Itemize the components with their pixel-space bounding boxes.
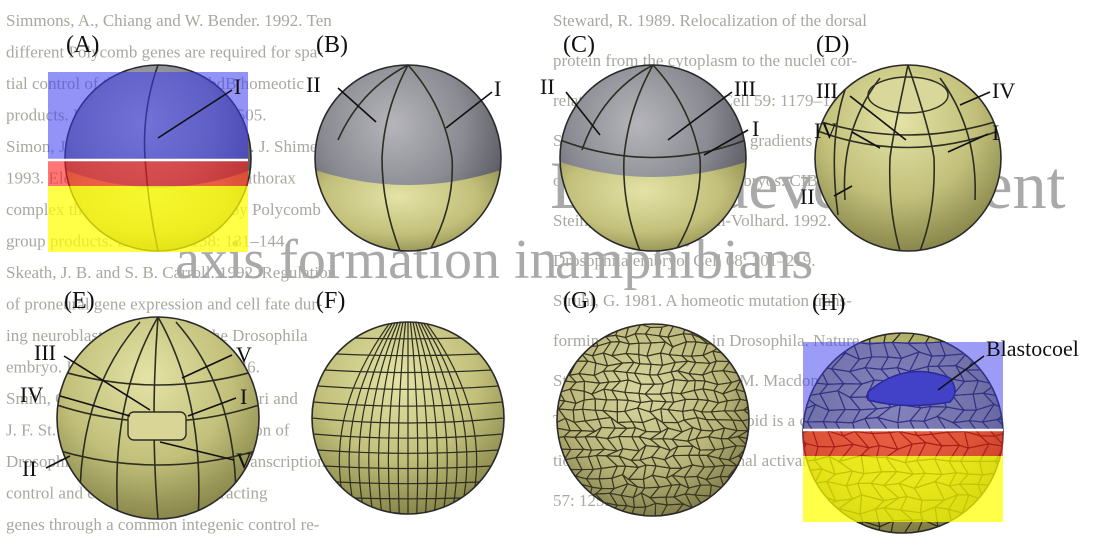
cleavage-label-e-6: V: [236, 448, 252, 473]
blastocoel-label: Blastocoel: [986, 336, 1079, 361]
cleavage-label-e-5: II: [22, 456, 37, 481]
cell-outline: [546, 437, 559, 451]
cell-outline: [959, 327, 977, 344]
cleavage-label-d-4: I: [992, 120, 999, 145]
overlay-h-red: [803, 430, 1003, 456]
cleavage-label-e-3: IV: [20, 382, 43, 407]
cell-outline: [728, 477, 746, 489]
overlay-h-blue: [803, 342, 1003, 430]
overlay-a-yellow: [48, 186, 248, 252]
overlay-a-blue: [48, 72, 248, 160]
panel-a: (A) I: [48, 32, 251, 260]
overlay-h-yellow: [803, 456, 1003, 522]
cell-outline: [946, 524, 973, 538]
cell-outline: [940, 332, 962, 342]
cleavage-label-a-1: I: [234, 74, 241, 99]
cleavage-label-d-2: IV: [992, 78, 1015, 103]
embryo-d-animal-cap: [868, 77, 948, 113]
cleavage-label-c-3: I: [752, 116, 759, 141]
panel-label-h: (H): [812, 290, 845, 316]
panel-label-c: (C): [563, 32, 595, 58]
cleavage-label-e-2: V: [236, 342, 252, 367]
background-text-line: of proneural gene expression and cell fa…: [6, 295, 323, 314]
panel-label-e: (E): [64, 288, 95, 314]
panel-label-d: (D): [816, 32, 849, 58]
panel-label-f: (F): [316, 288, 345, 314]
cell-outline: [747, 390, 761, 402]
background-text-line: Struhl, G. 1981. A homeotic mutation tra…: [553, 291, 852, 310]
cleavage-label-b-1: II: [306, 72, 321, 97]
cell-outline: [697, 503, 714, 514]
panel-label-g: (G): [563, 288, 596, 314]
cell-outline: [710, 496, 727, 504]
panel-h: (H) Blastocoel: [780, 290, 1079, 540]
background-text-line: different Polycomb genes are required fo…: [6, 43, 323, 62]
cleavage-label-c-1: II: [540, 74, 555, 99]
panel-label-a: (A): [66, 32, 99, 58]
panel-f: (F): [312, 288, 504, 514]
cell-outline: [780, 432, 806, 444]
cleavage-label-b-2: I: [494, 76, 501, 101]
cell-outline: [841, 521, 862, 540]
background-text-line: protein from the cytoplasm to the nuclei…: [553, 51, 857, 70]
cell-outline: [557, 352, 576, 365]
cell-outline: [935, 526, 952, 537]
cleavage-label-d-1: III: [816, 78, 838, 103]
cleavage-label-c-2: III: [734, 76, 756, 101]
panel-b: (B) II I: [306, 32, 501, 260]
background-text-line: Steward, R. 1989. Relocalization of the …: [553, 11, 867, 30]
cleavage-label-e-1: III: [34, 340, 56, 365]
panel-g: (G): [543, 288, 765, 517]
cleavage-label-d-3: IV: [814, 118, 837, 143]
background-text-line: Simmons, A., Chiang and W. Bender. 1992.…: [6, 11, 332, 30]
cleavage-label-e-4: I: [240, 384, 247, 409]
embryo-e-dorsal-cell: [128, 412, 186, 440]
cleavage-label-d-5: II: [800, 184, 815, 209]
panel-label-b: (B): [316, 32, 348, 58]
overlay-a-red: [48, 160, 248, 186]
